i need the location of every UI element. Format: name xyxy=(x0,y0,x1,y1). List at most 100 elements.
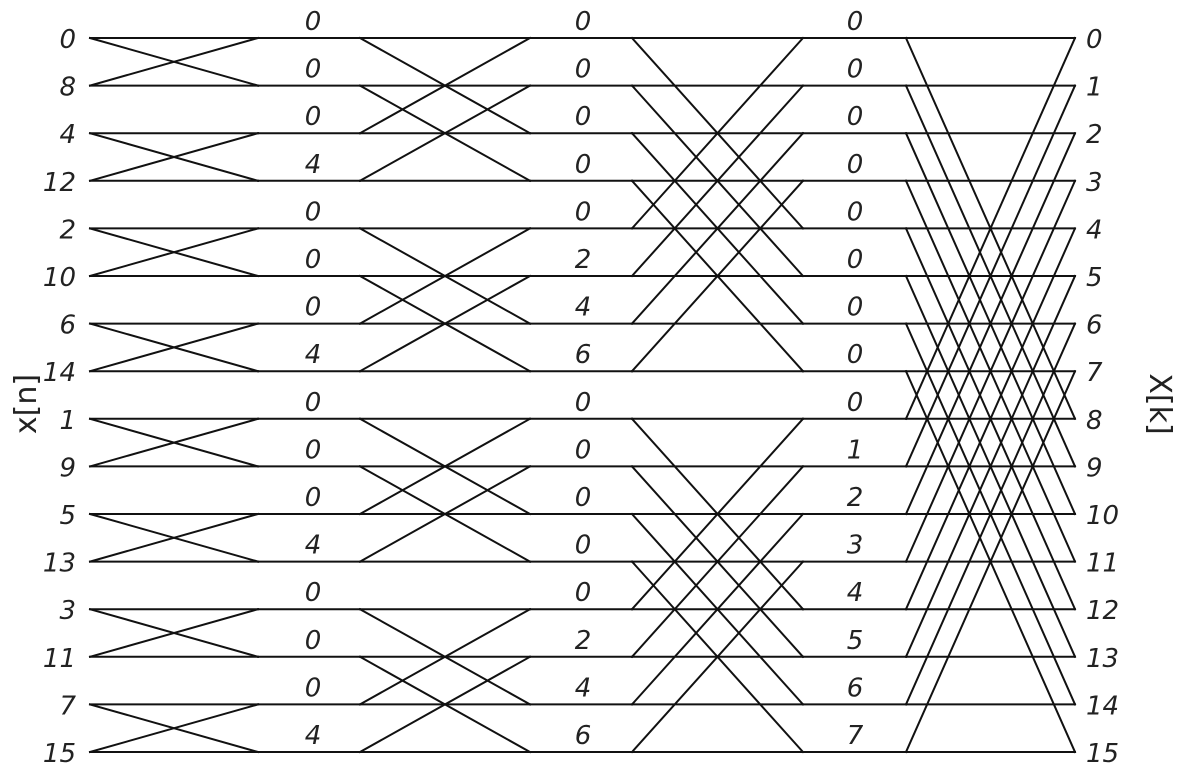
twiddle-label-stage-1: 4 xyxy=(305,531,322,561)
twiddle-label-stage-2: 0 xyxy=(575,578,592,608)
stage-2-cross-wire xyxy=(358,84,532,183)
twiddle-label-stage-3: 0 xyxy=(847,7,864,37)
stage-2-cross-wire xyxy=(358,274,532,373)
twiddle-label-stage-1: 0 xyxy=(305,7,322,37)
input-axis-label: x[n] xyxy=(9,374,44,434)
twiddle-label-stage-2: 0 xyxy=(575,531,592,561)
output-index-label: 5 xyxy=(1086,263,1103,293)
twiddle-label-stage-3: 0 xyxy=(847,340,864,370)
output-index-label: 14 xyxy=(1086,691,1119,721)
stage-3-cross-wire xyxy=(630,179,805,373)
stage-3-cross-wire xyxy=(630,131,805,326)
stage-3-cross-wire xyxy=(630,512,805,706)
stage-1-cross-wire xyxy=(88,417,260,468)
stage-2-cross-wire xyxy=(358,465,532,563)
stage-2-cross-wire xyxy=(358,417,532,516)
stage-4-cross-wire xyxy=(904,274,1077,659)
output-index-label: 3 xyxy=(1086,168,1103,198)
twiddle-label-stage-1: 0 xyxy=(305,245,322,275)
stage-3-cross-wire xyxy=(630,36,805,230)
twiddle-label-stage-2: 0 xyxy=(575,55,592,85)
output-index-label: 0 xyxy=(1086,25,1103,55)
stage-4-cross-wire xyxy=(904,322,1077,706)
stage-2-cross-wire xyxy=(358,36,532,135)
input-index-label: 4 xyxy=(59,120,76,150)
twiddle-label-stage-3: 7 xyxy=(847,721,864,751)
input-index-label: 5 xyxy=(59,501,76,531)
output-index-label: 1 xyxy=(1086,73,1103,103)
twiddle-label-stage-2: 6 xyxy=(575,340,592,370)
twiddle-label-stage-2: 0 xyxy=(575,150,592,180)
stage-2-cross-wire xyxy=(358,227,532,325)
input-index-label: 13 xyxy=(43,549,76,579)
input-index-label: 11 xyxy=(43,644,76,674)
input-index-label: 15 xyxy=(43,739,76,769)
stage-4-cross-wire xyxy=(904,369,1077,754)
twiddle-label-stage-1: 0 xyxy=(305,626,322,656)
twiddle-label-stage-2: 0 xyxy=(575,102,592,132)
output-index-label: 15 xyxy=(1086,739,1119,769)
stage-2-cross-wire xyxy=(358,607,532,706)
twiddle-label-stage-3: 0 xyxy=(847,245,864,275)
input-index-label: 8 xyxy=(59,73,76,103)
twiddle-label-stage-1: 0 xyxy=(305,55,322,85)
twiddle-label-stage-2: 2 xyxy=(575,245,592,275)
stage-1-cross-wire xyxy=(88,607,260,659)
output-axis-label: X[k] xyxy=(1142,373,1177,434)
stage-4-cross-wire xyxy=(904,84,1077,468)
twiddle-label-stage-3: 0 xyxy=(847,197,864,227)
stage-1-cross-wire xyxy=(88,512,260,563)
stage-1-cross-wire xyxy=(88,131,260,183)
stage-1-cross-wire xyxy=(88,322,260,373)
output-index-label: 11 xyxy=(1086,549,1119,579)
input-index-label: 2 xyxy=(59,215,76,245)
input-index-label: 3 xyxy=(59,596,76,626)
input-index-label: 9 xyxy=(59,453,76,483)
butterfly-wires xyxy=(88,36,1077,754)
twiddle-label-stage-2: 0 xyxy=(575,388,592,418)
stage-1-cross-wire xyxy=(88,227,260,278)
output-index-label: 4 xyxy=(1086,215,1103,245)
twiddle-label-stage-3: 2 xyxy=(847,483,864,513)
twiddle-label-stage-1: 0 xyxy=(305,293,322,323)
twiddle-labels: 0004000400040004000002460000024600000000… xyxy=(305,7,864,751)
output-index-label: 13 xyxy=(1086,644,1119,674)
twiddle-label-stage-3: 0 xyxy=(847,55,864,85)
twiddle-label-stage-1: 0 xyxy=(305,673,322,703)
twiddle-label-stage-2: 0 xyxy=(575,483,592,513)
twiddle-label-stage-3: 0 xyxy=(847,150,864,180)
twiddle-label-stage-2: 6 xyxy=(575,721,592,751)
input-index-label: 12 xyxy=(43,168,76,198)
twiddle-label-stage-1: 4 xyxy=(305,721,322,751)
input-index-label: 0 xyxy=(59,25,76,55)
output-index-label: 10 xyxy=(1086,501,1119,531)
twiddle-label-stage-1: 0 xyxy=(305,388,322,418)
output-index-label: 12 xyxy=(1086,596,1119,626)
output-index-label: 6 xyxy=(1086,311,1103,341)
twiddle-label-stage-1: 0 xyxy=(305,435,322,465)
twiddle-label-stage-1: 0 xyxy=(305,197,322,227)
output-index-label: 7 xyxy=(1086,358,1103,388)
twiddle-label-stage-3: 0 xyxy=(847,293,864,323)
stage-2-cross-wire xyxy=(358,655,532,754)
twiddle-label-stage-2: 2 xyxy=(575,626,592,656)
output-index-label: 8 xyxy=(1086,406,1103,436)
stage-4-cross-wire xyxy=(904,179,1077,563)
twiddle-label-stage-1: 4 xyxy=(305,340,322,370)
twiddle-label-stage-3: 6 xyxy=(847,673,864,703)
twiddle-label-stage-3: 0 xyxy=(847,388,864,418)
stage-1-cross-wire xyxy=(88,36,260,87)
twiddle-label-stage-1: 0 xyxy=(305,483,322,513)
input-index-label: 14 xyxy=(43,358,76,388)
twiddle-label-stage-1: 0 xyxy=(305,102,322,132)
input-index-label: 1 xyxy=(59,406,76,436)
twiddle-label-stage-2: 4 xyxy=(575,673,592,703)
twiddle-label-stage-2: 0 xyxy=(575,435,592,465)
twiddle-label-stage-3: 3 xyxy=(847,531,864,561)
twiddle-label-stage-2: 0 xyxy=(575,7,592,37)
stage-1-cross-wire xyxy=(88,703,260,754)
twiddle-label-stage-3: 4 xyxy=(847,578,864,608)
twiddle-label-stage-3: 0 xyxy=(847,102,864,132)
